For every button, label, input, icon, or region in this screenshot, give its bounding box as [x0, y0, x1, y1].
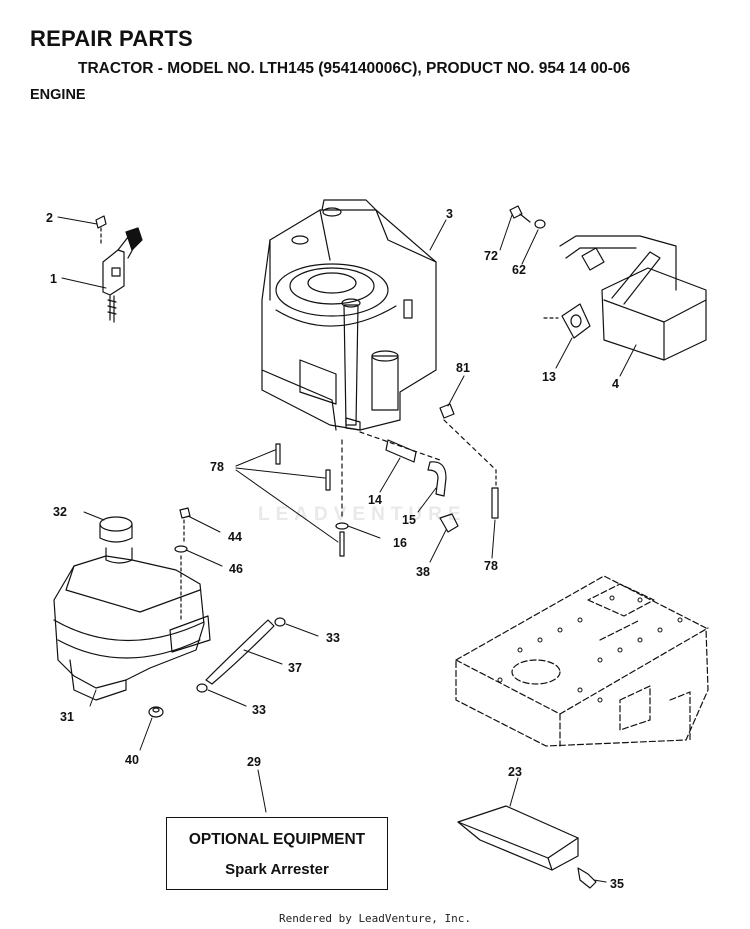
spark-arrester-part[interactable]: [457, 805, 597, 889]
frame-part[interactable]: [455, 575, 709, 747]
callout-labels: 1 2 3 4 13 14 15 16 23 29 31 32 33 33 35…: [46, 207, 624, 891]
fuel-hose-part[interactable]: [196, 617, 286, 693]
footer-credit: Rendered by LeadVenture, Inc.: [278, 912, 472, 925]
callout-23[interactable]: 23: [508, 765, 522, 779]
callout-2[interactable]: 2: [46, 211, 53, 225]
callout-37[interactable]: 37: [288, 661, 302, 675]
fuel-tank-part[interactable]: [53, 507, 211, 718]
callout-15[interactable]: 15: [402, 513, 416, 527]
engine-part[interactable]: [261, 199, 437, 431]
spark-arrester-label[interactable]: Spark Arrester: [225, 861, 329, 878]
section-heading: ENGINE: [30, 87, 86, 103]
callout-46[interactable]: 46: [229, 562, 243, 576]
callout-leaders: [57, 214, 637, 883]
callout-31[interactable]: 31: [60, 710, 74, 724]
callout-78-left[interactable]: 78: [210, 460, 224, 474]
callout-32[interactable]: 32: [53, 505, 67, 519]
callout-13[interactable]: 13: [542, 370, 556, 384]
callout-16[interactable]: 16: [393, 536, 407, 550]
model-subtitle: TRACTOR - MODEL NO. LTH145 (954140006C),…: [78, 60, 631, 77]
callout-35[interactable]: 35: [610, 877, 624, 891]
callout-62[interactable]: 62: [512, 263, 526, 277]
callout-1[interactable]: 1: [50, 272, 57, 286]
callout-78-right[interactable]: 78: [484, 559, 498, 573]
throttle-control-part[interactable]: [95, 215, 143, 323]
muffler-part[interactable]: [509, 205, 707, 361]
watermark-text: LEADVENTURE: [258, 504, 467, 525]
callout-14[interactable]: 14: [368, 493, 382, 507]
callout-38[interactable]: 38: [416, 565, 430, 579]
callout-33-top[interactable]: 33: [326, 631, 340, 645]
callout-4[interactable]: 4: [612, 377, 619, 391]
callout-33-bottom[interactable]: 33: [252, 703, 266, 717]
callout-81[interactable]: 81: [456, 361, 470, 375]
callout-44[interactable]: 44: [228, 530, 242, 544]
callout-3[interactable]: 3: [446, 207, 453, 221]
callout-72[interactable]: 72: [484, 249, 498, 263]
optional-equipment-heading: OPTIONAL EQUIPMENT: [188, 831, 366, 848]
optional-equipment-box: OPTIONAL EQUIPMENT Spark Arrester: [166, 817, 388, 890]
page-title: REPAIR PARTS: [30, 26, 193, 51]
callout-29[interactable]: 29: [247, 755, 261, 769]
callout-40[interactable]: 40: [125, 753, 139, 767]
frame-holes: [497, 595, 683, 703]
